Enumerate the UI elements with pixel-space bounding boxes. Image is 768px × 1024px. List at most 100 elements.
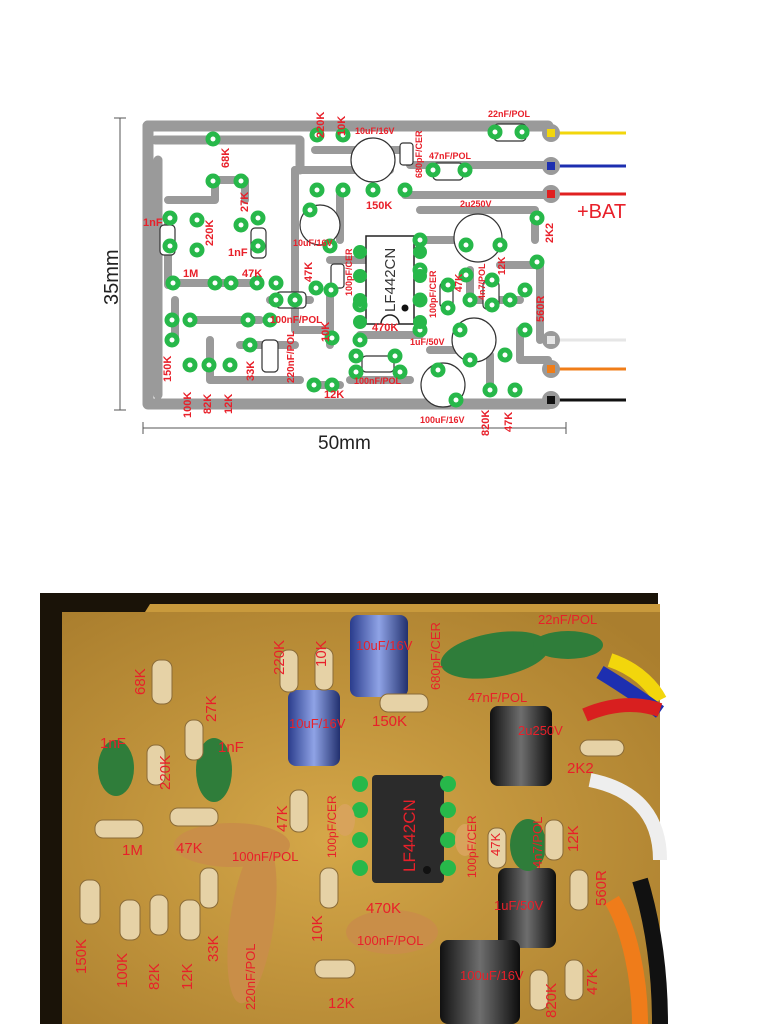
pad-hole (307, 207, 313, 213)
photo-label-820k: 820K (543, 983, 560, 1018)
pad-hole (340, 132, 346, 138)
board-photo: 22nF/POL 220K 10K 10uF/16V 680pF/CER 68K… (40, 593, 668, 1024)
pad-hole (329, 335, 335, 341)
photo-label-33k: 33K (205, 935, 222, 962)
label-220k-a: 220K (204, 220, 216, 246)
photo-label-10uf-a: 10uF/16V (356, 638, 413, 653)
photo-label-100nf-a: 100nF/POL (232, 849, 299, 864)
photo-label-10uf-b: 10uF/16V (289, 716, 346, 731)
photo-label-100k: 100K (114, 953, 131, 988)
photo-component-labels: 22nF/POL 220K 10K 10uF/16V 680pF/CER 68K… (73, 612, 610, 1018)
battery-label: +BAT (577, 201, 626, 223)
photo-electrolytic-capacitors (288, 615, 556, 1024)
label-47k-d: 47K (503, 412, 515, 432)
pad-hole (397, 369, 403, 375)
photo-resistors (79, 647, 625, 1011)
pad-hole (167, 243, 173, 249)
label-10k-a: 10K (336, 116, 348, 136)
pad-hole (534, 215, 540, 221)
photo-label-47k-a: 47K (176, 840, 203, 857)
label-1nf-b: 1nF (228, 247, 248, 259)
board-width-label: 50mm (318, 433, 371, 454)
label-820k: 820K (480, 410, 492, 436)
pad-hole (238, 222, 244, 228)
photo-label-22nf: 22nF/POL (538, 612, 597, 627)
pad-hole (292, 297, 298, 303)
photo-label-47k-c: 47K (488, 833, 503, 856)
pad-hole (247, 342, 253, 348)
photo-ic (352, 775, 456, 883)
label-220nf: 220nF/POL (286, 331, 297, 383)
photo-label-100uf: 100uF/16V (460, 968, 524, 983)
pad-hole (519, 129, 525, 135)
photo-label-100nf-b: 100nF/POL (357, 933, 424, 948)
photo-label-100p-a: 100pF/CER (325, 795, 339, 858)
photo-label-4n7: 4n7/POL (530, 817, 545, 868)
pad-hole (497, 242, 503, 248)
pad-hole (273, 297, 279, 303)
photo-label-1nf-b: 1nF (218, 739, 244, 756)
label-33k: 33K (245, 361, 257, 381)
photo-wires (582, 653, 668, 1024)
pad-hole (169, 337, 175, 343)
pad-hole (169, 317, 175, 323)
pad-hole (238, 178, 244, 184)
output-wires: +BAT (542, 124, 626, 409)
pad-hole (311, 382, 317, 388)
label-680p: 680pF/CER (414, 130, 424, 178)
pad-hole (402, 187, 408, 193)
layout-component-labels: 68K 27K 1nF 220K 1nF 1M 47K 100nF/POL 15… (143, 109, 556, 436)
label-2k2: 2K2 (544, 223, 556, 243)
pad-hole (435, 367, 441, 373)
pad-hole (492, 129, 498, 135)
ic-pin-pad (413, 269, 427, 283)
pad-hole (206, 362, 212, 368)
pad-hole (462, 167, 468, 173)
pad-hole (489, 302, 495, 308)
pad-hole (353, 353, 359, 359)
pad-hole (353, 369, 359, 375)
photo-label-82k: 82K (146, 963, 163, 990)
pad-hole (453, 397, 459, 403)
label-47k-b: 47K (303, 262, 315, 282)
pad-hole (357, 337, 363, 343)
label-12k-c: 12K (497, 256, 508, 275)
pad-hole (430, 167, 436, 173)
photo-label-68k: 68K (132, 668, 149, 695)
pad-hole (445, 282, 451, 288)
pad-hole (507, 297, 513, 303)
photo-label-100p-b: 100pF/CER (465, 815, 479, 878)
label-22nf: 22nF/POL (488, 109, 531, 119)
pad-hole (187, 362, 193, 368)
pad-hole (340, 187, 346, 193)
pad-hole (227, 362, 233, 368)
pad-hole (313, 285, 319, 291)
photo-label-ic: LF442CN (400, 799, 419, 872)
pad-hole (167, 215, 173, 221)
photo-film-capacitors (98, 631, 603, 1004)
pad-hole (522, 287, 528, 293)
photo-label-1uf: 1uF/50V (494, 898, 543, 913)
pad-hole (502, 352, 508, 358)
photo-label-47k-d: 47K (584, 968, 601, 995)
photo-label-10k-a: 10K (313, 640, 330, 667)
pad-hole (194, 217, 200, 223)
pad-hole (212, 280, 218, 286)
label-12k-a: 12K (223, 394, 235, 414)
photo-label-10k-b: 10K (309, 915, 326, 942)
pad-hole (170, 280, 176, 286)
photo-label-2k2: 2K2 (567, 760, 594, 777)
label-12k-b: 12K (324, 389, 344, 401)
photo-label-2u250: 2u250V (518, 723, 563, 738)
pad-hole (534, 259, 540, 265)
ic-label: LF442CN (382, 248, 399, 312)
label-10k-b: 10K (320, 322, 332, 342)
pad-hole (254, 280, 260, 286)
pad-hole (467, 357, 473, 363)
photo-label-470k: 470K (366, 900, 401, 917)
pad-hole (512, 387, 518, 393)
label-470k: 470K (372, 322, 398, 334)
photo-label-27k: 27K (203, 695, 220, 722)
photo-label-47k-b: 47K (274, 805, 291, 832)
component-pads (162, 124, 545, 408)
